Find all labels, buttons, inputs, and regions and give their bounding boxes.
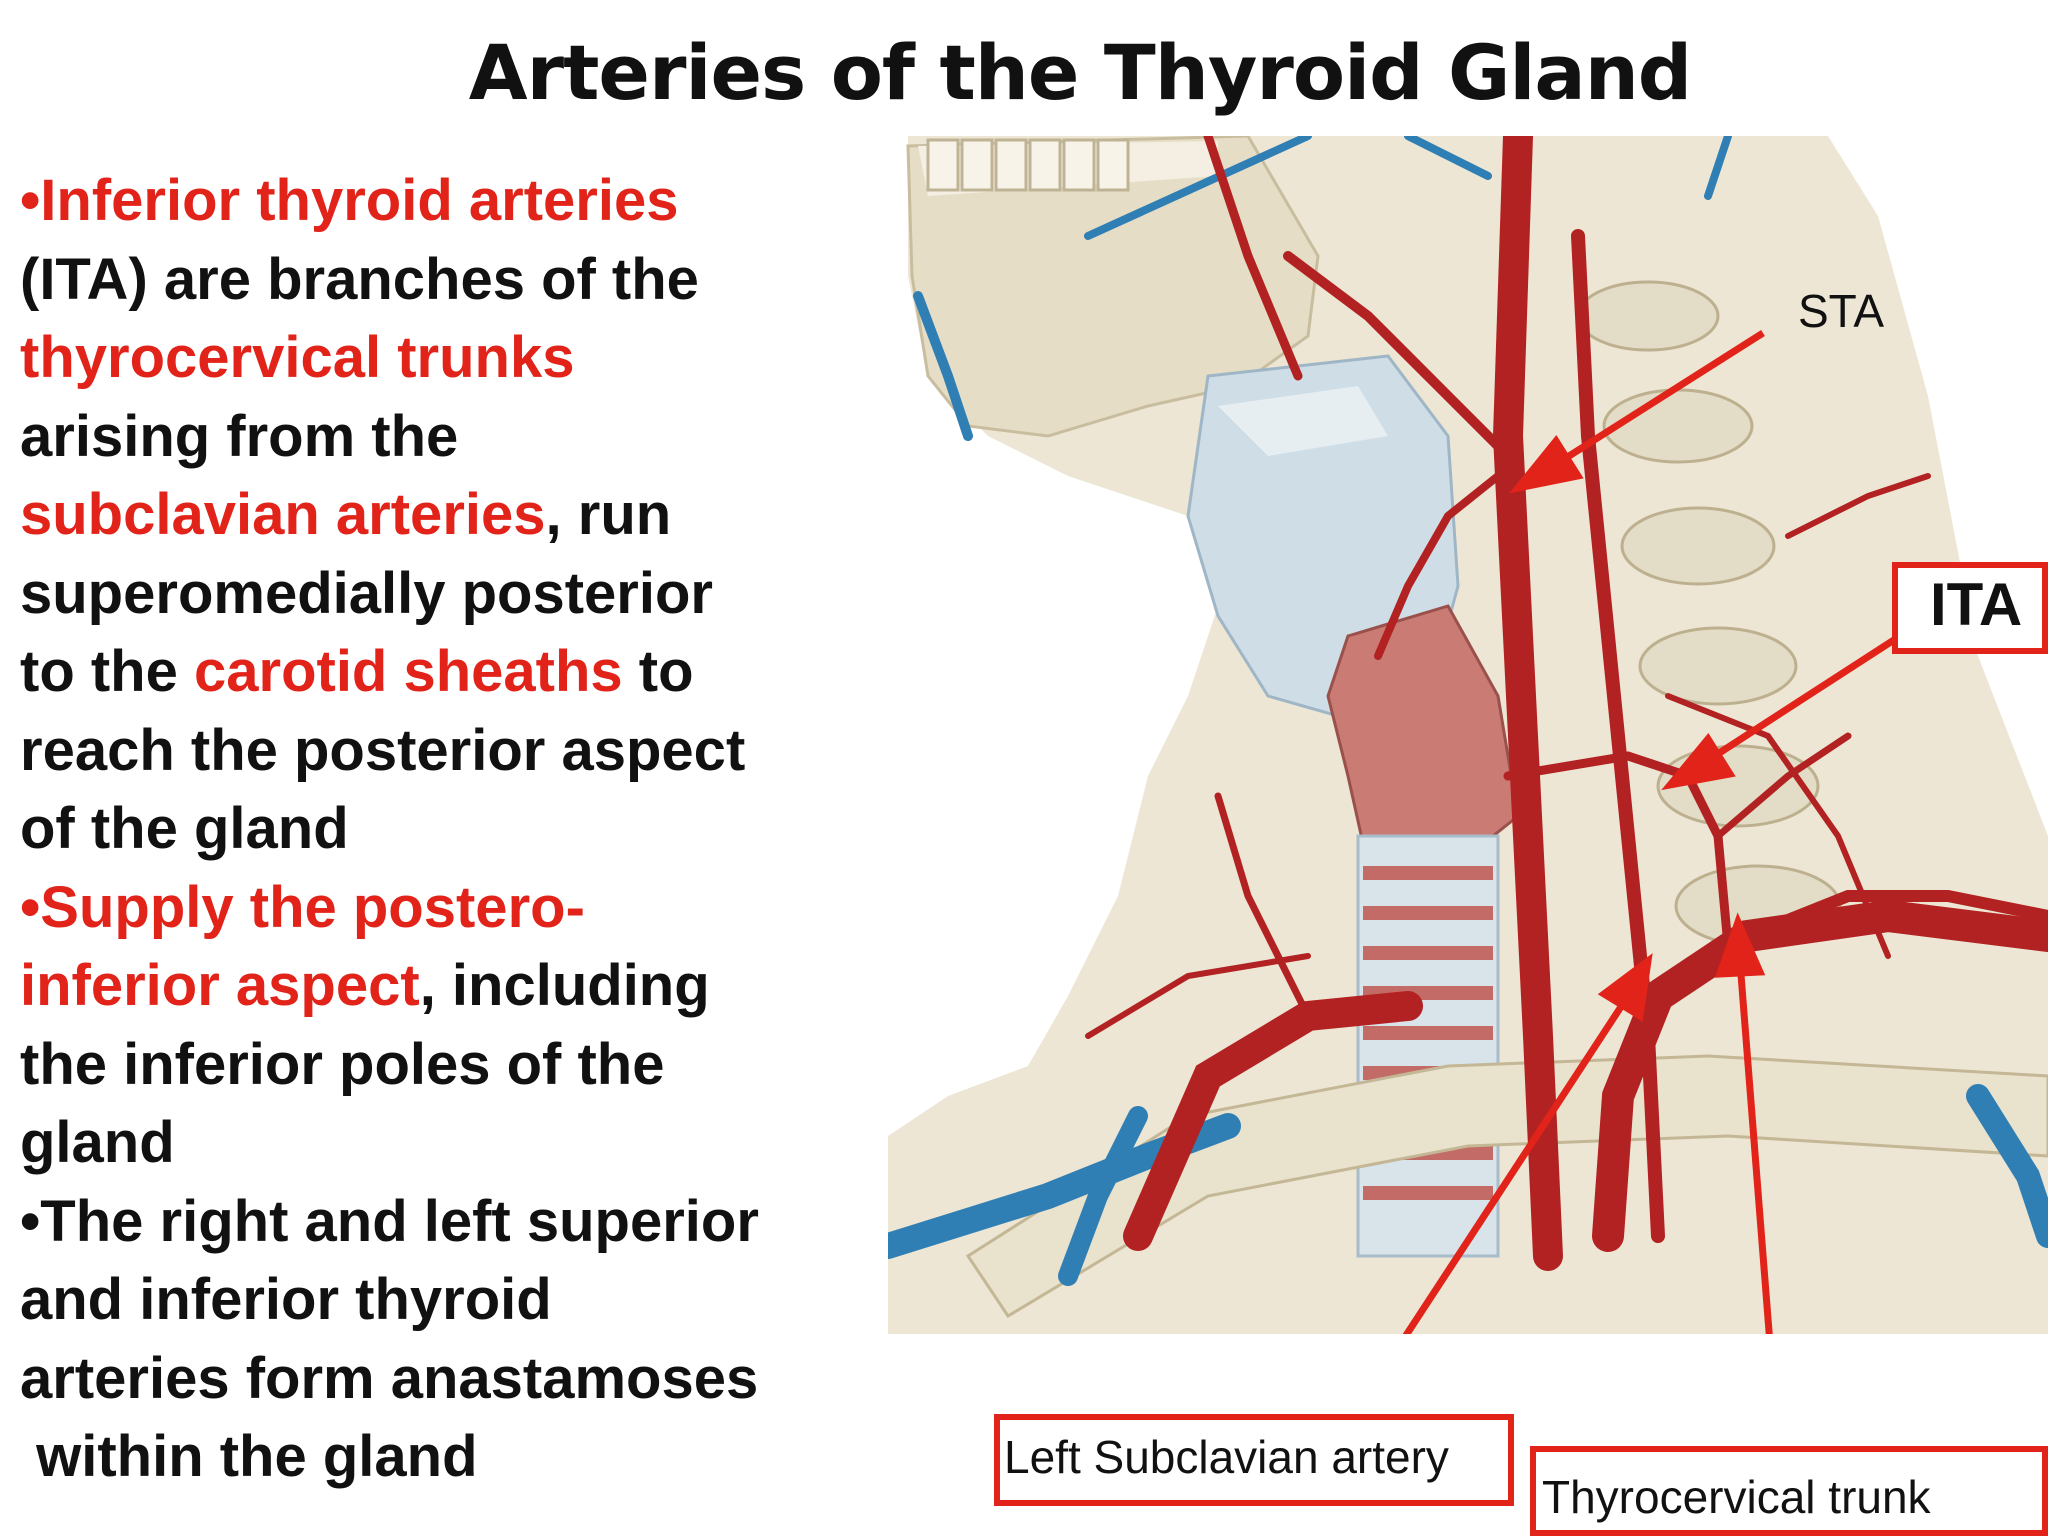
highlight-term: subclavian arteries bbox=[20, 482, 546, 547]
text-span: within the gland bbox=[20, 1424, 478, 1489]
text-span: to bbox=[622, 639, 694, 704]
left-subclavian-arrowhead bbox=[1597, 953, 1653, 1022]
ita-label: ITA bbox=[1930, 571, 2023, 638]
text-span: arteries form anastamoses bbox=[20, 1345, 759, 1411]
text-span: and inferior thyroid bbox=[20, 1267, 552, 1332]
text-line: of the gland bbox=[20, 790, 900, 869]
highlight-term: inferior aspect bbox=[20, 953, 420, 1018]
thyrocervical-label-box bbox=[1530, 1446, 2048, 1536]
text-line: •Inferior thyroid arteries bbox=[20, 162, 900, 241]
text-line: gland bbox=[20, 1104, 900, 1183]
text-span: arising from the bbox=[20, 403, 459, 469]
text-span: superomedially posterior bbox=[20, 560, 713, 626]
text-line: reach the posterior aspect bbox=[20, 712, 900, 791]
text-line: the inferior poles of the bbox=[20, 1026, 900, 1105]
text-span: (ITA) are branches of the bbox=[20, 246, 699, 312]
sta-arrowhead bbox=[1509, 434, 1584, 494]
text-line: •The right and left superior bbox=[20, 1183, 900, 1262]
text-line: thyrocervical trunks bbox=[20, 319, 900, 398]
text-line: (ITA) are branches of the bbox=[20, 241, 900, 320]
neck-anatomy-illustration bbox=[888, 136, 2048, 1334]
text-span: , including bbox=[419, 953, 710, 1018]
text-line: inferior aspect, including bbox=[20, 947, 900, 1026]
text-line: subclavian arteries, run bbox=[20, 476, 900, 555]
text-span: •The right and left superior bbox=[20, 1188, 759, 1254]
text-line: within the gland bbox=[20, 1418, 900, 1497]
trachea bbox=[1356, 834, 1500, 1258]
text-line: arising from the bbox=[20, 398, 900, 477]
ita-arrowhead bbox=[1661, 733, 1736, 791]
highlight-term: thyrocervical trunks bbox=[20, 325, 575, 390]
highlight-term: carotid sheaths bbox=[193, 639, 623, 704]
text-line: superomedially posterior bbox=[20, 555, 900, 634]
slide-title: Arteries of the Thyroid Gland bbox=[468, 28, 1692, 117]
text-span: to the bbox=[20, 639, 194, 704]
text-line: •Supply the postero- bbox=[20, 869, 900, 948]
text-span: of the gland bbox=[20, 796, 349, 861]
highlight-term: •Inferior thyroid arteries bbox=[20, 168, 679, 233]
thyrocervical-arrowhead bbox=[1714, 912, 1766, 978]
left-subclavian-label-box bbox=[994, 1414, 1514, 1506]
text-span: reach the posterior aspect bbox=[20, 717, 746, 783]
text-span: , run bbox=[545, 482, 672, 547]
text-span: gland bbox=[20, 1110, 175, 1175]
body-text: •Inferior thyroid arteries (ITA) are bra… bbox=[20, 162, 900, 1497]
vertebrae bbox=[1576, 280, 1842, 948]
thyrocervical-label: Thyrocervical trunk bbox=[1542, 1471, 1931, 1523]
ita-label-box bbox=[1892, 562, 2048, 654]
highlight-term: •Supply the postero- bbox=[20, 874, 585, 940]
text-span: the inferior poles of the bbox=[20, 1031, 665, 1097]
sta-label: STA bbox=[1798, 285, 1885, 337]
text-line: to the carotid sheaths to bbox=[20, 633, 900, 712]
left-subclavian-label: Left Subclavian artery bbox=[1004, 1431, 1449, 1483]
annotation-arrows bbox=[1402, 330, 1902, 1334]
text-line: arteries form anastamoses bbox=[20, 1340, 900, 1419]
text-line: and inferior thyroid bbox=[20, 1261, 900, 1340]
